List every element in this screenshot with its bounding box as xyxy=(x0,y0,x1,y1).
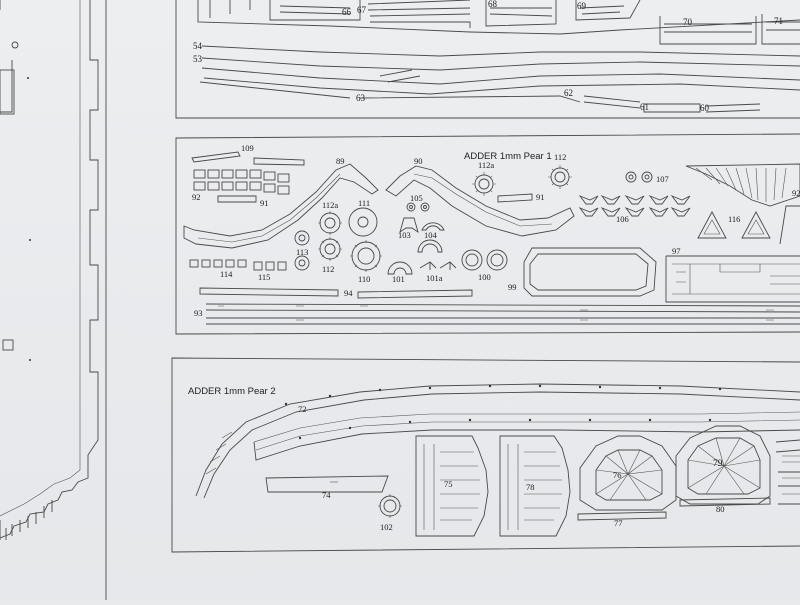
part-114-set xyxy=(189,259,287,271)
label-110: 110 xyxy=(358,274,370,284)
label-68: 68 xyxy=(488,0,498,9)
label-78: 78 xyxy=(526,482,535,492)
label-77: 77 xyxy=(614,518,623,528)
label-114: 114 xyxy=(220,269,233,279)
panel2-title: ADDER 1mm Pear 2 xyxy=(188,386,276,397)
label-112: 112 xyxy=(322,264,334,274)
label-69: 69 xyxy=(577,1,587,11)
label-53: 53 xyxy=(193,54,203,64)
part-106-set xyxy=(578,194,691,217)
label-61: 61 xyxy=(640,102,649,112)
panel-pear-2: ADDER 1mm Pear 2 72 74 102 75 78 76 xyxy=(171,357,800,553)
label-66: 66 xyxy=(342,7,352,17)
label-80: 80 xyxy=(716,504,725,514)
label-54: 54 xyxy=(193,41,203,51)
top-strip-panel: 66 67 68 69 70 71 54 53 63 62 61 60 xyxy=(175,0,800,119)
label-103: 103 xyxy=(398,230,411,240)
panel1-title: ADDER 1mm Pear 1 xyxy=(464,151,552,162)
label-79: 79 xyxy=(713,459,723,469)
label-92: 92 xyxy=(192,192,201,202)
label-109: 109 xyxy=(241,143,254,153)
label-62: 62 xyxy=(564,88,573,98)
label-101: 101 xyxy=(392,274,405,284)
svg-text:92: 92 xyxy=(792,188,800,198)
label-89: 89 xyxy=(336,156,345,166)
label-100: 100 xyxy=(478,272,491,282)
label-116: 116 xyxy=(728,214,740,224)
label-60: 60 xyxy=(700,103,710,113)
label-71: 71 xyxy=(774,16,783,26)
label-107: 107 xyxy=(656,174,669,184)
label-105: 105 xyxy=(410,193,423,203)
label-104: 104 xyxy=(424,230,438,240)
label-63: 63 xyxy=(356,93,366,103)
label-115: 115 xyxy=(258,272,270,282)
label-111: 111 xyxy=(358,198,370,208)
label-93: 93 xyxy=(194,308,203,318)
label-101a: 101a xyxy=(426,273,443,283)
label-112a: 112a xyxy=(322,200,338,210)
left-profile-strip xyxy=(0,0,107,600)
panel-pear-1: ADDER 1mm Pear 1 109 92 91 89 90 112a 11… xyxy=(175,133,800,335)
label-90: 90 xyxy=(414,156,423,166)
label-76: 76 xyxy=(613,470,622,480)
label-112-top: 112 xyxy=(554,152,566,162)
label-91-right: 91 xyxy=(536,192,545,202)
label-94: 94 xyxy=(344,288,353,298)
label-97: 97 xyxy=(672,246,681,256)
label-112a-top: 112a xyxy=(478,160,494,170)
label-91: 91 xyxy=(260,198,269,208)
label-102: 102 xyxy=(380,522,393,532)
label-99: 99 xyxy=(508,282,517,292)
label-74: 74 xyxy=(322,490,331,500)
part-92-grid xyxy=(193,169,290,195)
label-72: 72 xyxy=(298,404,307,414)
label-106: 106 xyxy=(616,214,629,224)
label-67: 67 xyxy=(357,5,367,15)
label-113: 113 xyxy=(296,247,308,257)
label-70: 70 xyxy=(683,17,693,27)
label-75: 75 xyxy=(444,479,453,489)
